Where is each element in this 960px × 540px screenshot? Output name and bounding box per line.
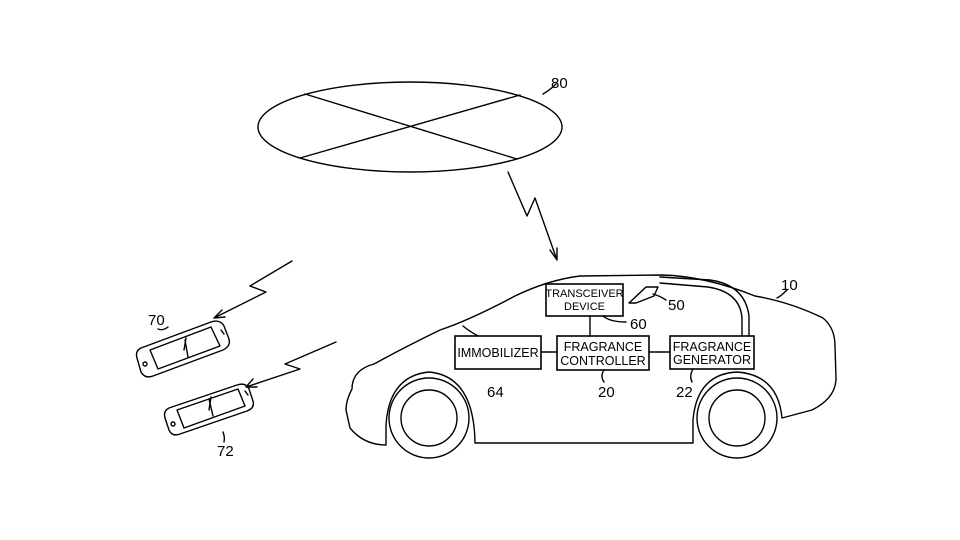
generator-label-line2: GENERATOR (673, 353, 751, 367)
server-ref-label: 80 (551, 75, 568, 92)
controller-label-line2: CONTROLLER (560, 354, 645, 368)
generator-ref-label: 22 (676, 384, 693, 401)
immobilizer-ref-label: 64 (487, 384, 504, 401)
phone-a-ref-label: 70 (148, 312, 165, 329)
immobilizer-label: IMMOBILIZER (457, 346, 538, 360)
wireless-link-phone-b (246, 342, 336, 387)
transceiver-ref-label: 60 (630, 316, 647, 333)
fragrance-generator-box: FRAGRANCE GENERATOR 22 (670, 336, 754, 401)
wireless-link-phone-a (214, 261, 292, 318)
transceiver-label-line1: TRANSCEIVER (545, 288, 623, 300)
fragrance-controller-box: FRAGRANCE CONTROLLER 20 (557, 336, 649, 401)
immobilizer-box: IMMOBILIZER 64 (455, 336, 541, 401)
smartphone-a-icon: 70 (137, 312, 230, 377)
controller-label-line1: FRAGRANCE (564, 340, 642, 354)
controller-ref-label: 20 (598, 384, 615, 401)
smartphone-b-icon: 72 (165, 384, 254, 460)
outlet-ref-label: 50 (668, 297, 685, 314)
wireless-link-server (508, 172, 557, 260)
server-node: 80 (258, 75, 568, 172)
phone-b-ref-label: 72 (217, 443, 234, 460)
fragrance-outlet-icon: 50 (629, 287, 685, 314)
transceiver-label-line2: DEVICE (564, 301, 605, 313)
vehicle-ref-label: 10 (781, 277, 798, 294)
transceiver-device-box: TRANSCEIVER DEVICE 60 (545, 284, 646, 333)
generator-label-line1: FRAGRANCE (673, 340, 751, 354)
